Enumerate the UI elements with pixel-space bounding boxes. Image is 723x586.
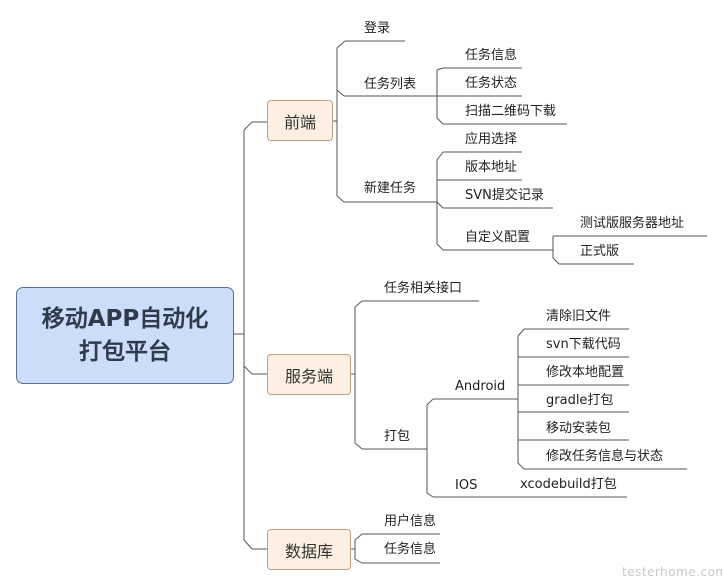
node-task-list[interactable]: 任务列表 bbox=[364, 77, 417, 92]
node-gradle-build[interactable]: gradle打包 bbox=[546, 393, 614, 408]
node-task-status[interactable]: 任务状态 bbox=[465, 76, 518, 91]
branch-frontend[interactable]: 前端 bbox=[267, 100, 333, 141]
connector-line bbox=[336, 89, 345, 97]
connector-line bbox=[552, 257, 560, 265]
connector-line bbox=[354, 558, 363, 564]
branch-database[interactable]: 数据库 bbox=[267, 529, 351, 570]
connector-line bbox=[426, 492, 434, 498]
connector-line bbox=[354, 300, 363, 308]
node-version-url[interactable]: 版本地址 bbox=[465, 160, 518, 175]
node-svn-download[interactable]: svn下载代码 bbox=[546, 337, 621, 352]
node-build[interactable]: 打包 bbox=[384, 429, 411, 444]
connector-line bbox=[436, 243, 444, 251]
connector-line bbox=[336, 195, 345, 203]
connector-line bbox=[436, 117, 444, 125]
root-node[interactable]: 移动APP自动化打包平台 bbox=[16, 287, 234, 384]
node-app-select[interactable]: 应用选择 bbox=[465, 132, 518, 147]
node-task-api[interactable]: 任务相关接口 bbox=[384, 281, 463, 296]
branch-database-label: 数据库 bbox=[284, 541, 333, 561]
node-clean-old-files[interactable]: 清除旧文件 bbox=[546, 309, 612, 324]
root-label: 移动APP自动化打包平台 bbox=[41, 305, 209, 365]
connector-line bbox=[517, 328, 525, 337]
node-custom-config[interactable]: 自定义配置 bbox=[465, 230, 531, 245]
node-task-info[interactable]: 任务信息 bbox=[465, 48, 518, 63]
connector-line bbox=[436, 67, 444, 71]
watermark: testerhome.com bbox=[622, 565, 723, 579]
branch-server[interactable]: 服务端 bbox=[267, 354, 351, 395]
branch-server-label: 服务端 bbox=[284, 366, 333, 386]
node-production[interactable]: 正式版 bbox=[580, 244, 620, 259]
connector-line bbox=[354, 533, 363, 541]
connector-line bbox=[336, 40, 346, 49]
node-new-task[interactable]: 新建任务 bbox=[364, 181, 417, 196]
connector-line bbox=[436, 151, 444, 161]
node-test-server-url[interactable]: 测试版服务器地址 bbox=[580, 216, 685, 231]
connector-line bbox=[243, 121, 253, 131]
branch-frontend-label: 前端 bbox=[283, 112, 316, 132]
node-ios[interactable]: IOS bbox=[455, 478, 478, 493]
node-modify-local-config[interactable]: 修改本地配置 bbox=[546, 365, 625, 380]
node-update-task-info[interactable]: 修改任务信息与状态 bbox=[546, 449, 664, 464]
node-xcodebuild[interactable]: xcodebuild打包 bbox=[520, 477, 617, 492]
node-move-package[interactable]: 移动安装包 bbox=[546, 421, 612, 436]
connector-line bbox=[243, 365, 253, 375]
connector-line bbox=[243, 539, 253, 550]
connector-line bbox=[426, 398, 434, 406]
connector-line bbox=[436, 201, 444, 209]
node-svn-commits[interactable]: SVN提交记录 bbox=[465, 188, 544, 203]
node-user-info[interactable]: 用户信息 bbox=[384, 514, 437, 529]
connector-line bbox=[354, 442, 363, 450]
node-android[interactable]: Android bbox=[455, 379, 506, 394]
connector-line bbox=[517, 462, 525, 470]
node-scan-qr-download[interactable]: 扫描二维码下载 bbox=[465, 104, 557, 119]
node-login[interactable]: 登录 bbox=[364, 21, 391, 36]
node-db-task-info[interactable]: 任务信息 bbox=[384, 542, 437, 557]
